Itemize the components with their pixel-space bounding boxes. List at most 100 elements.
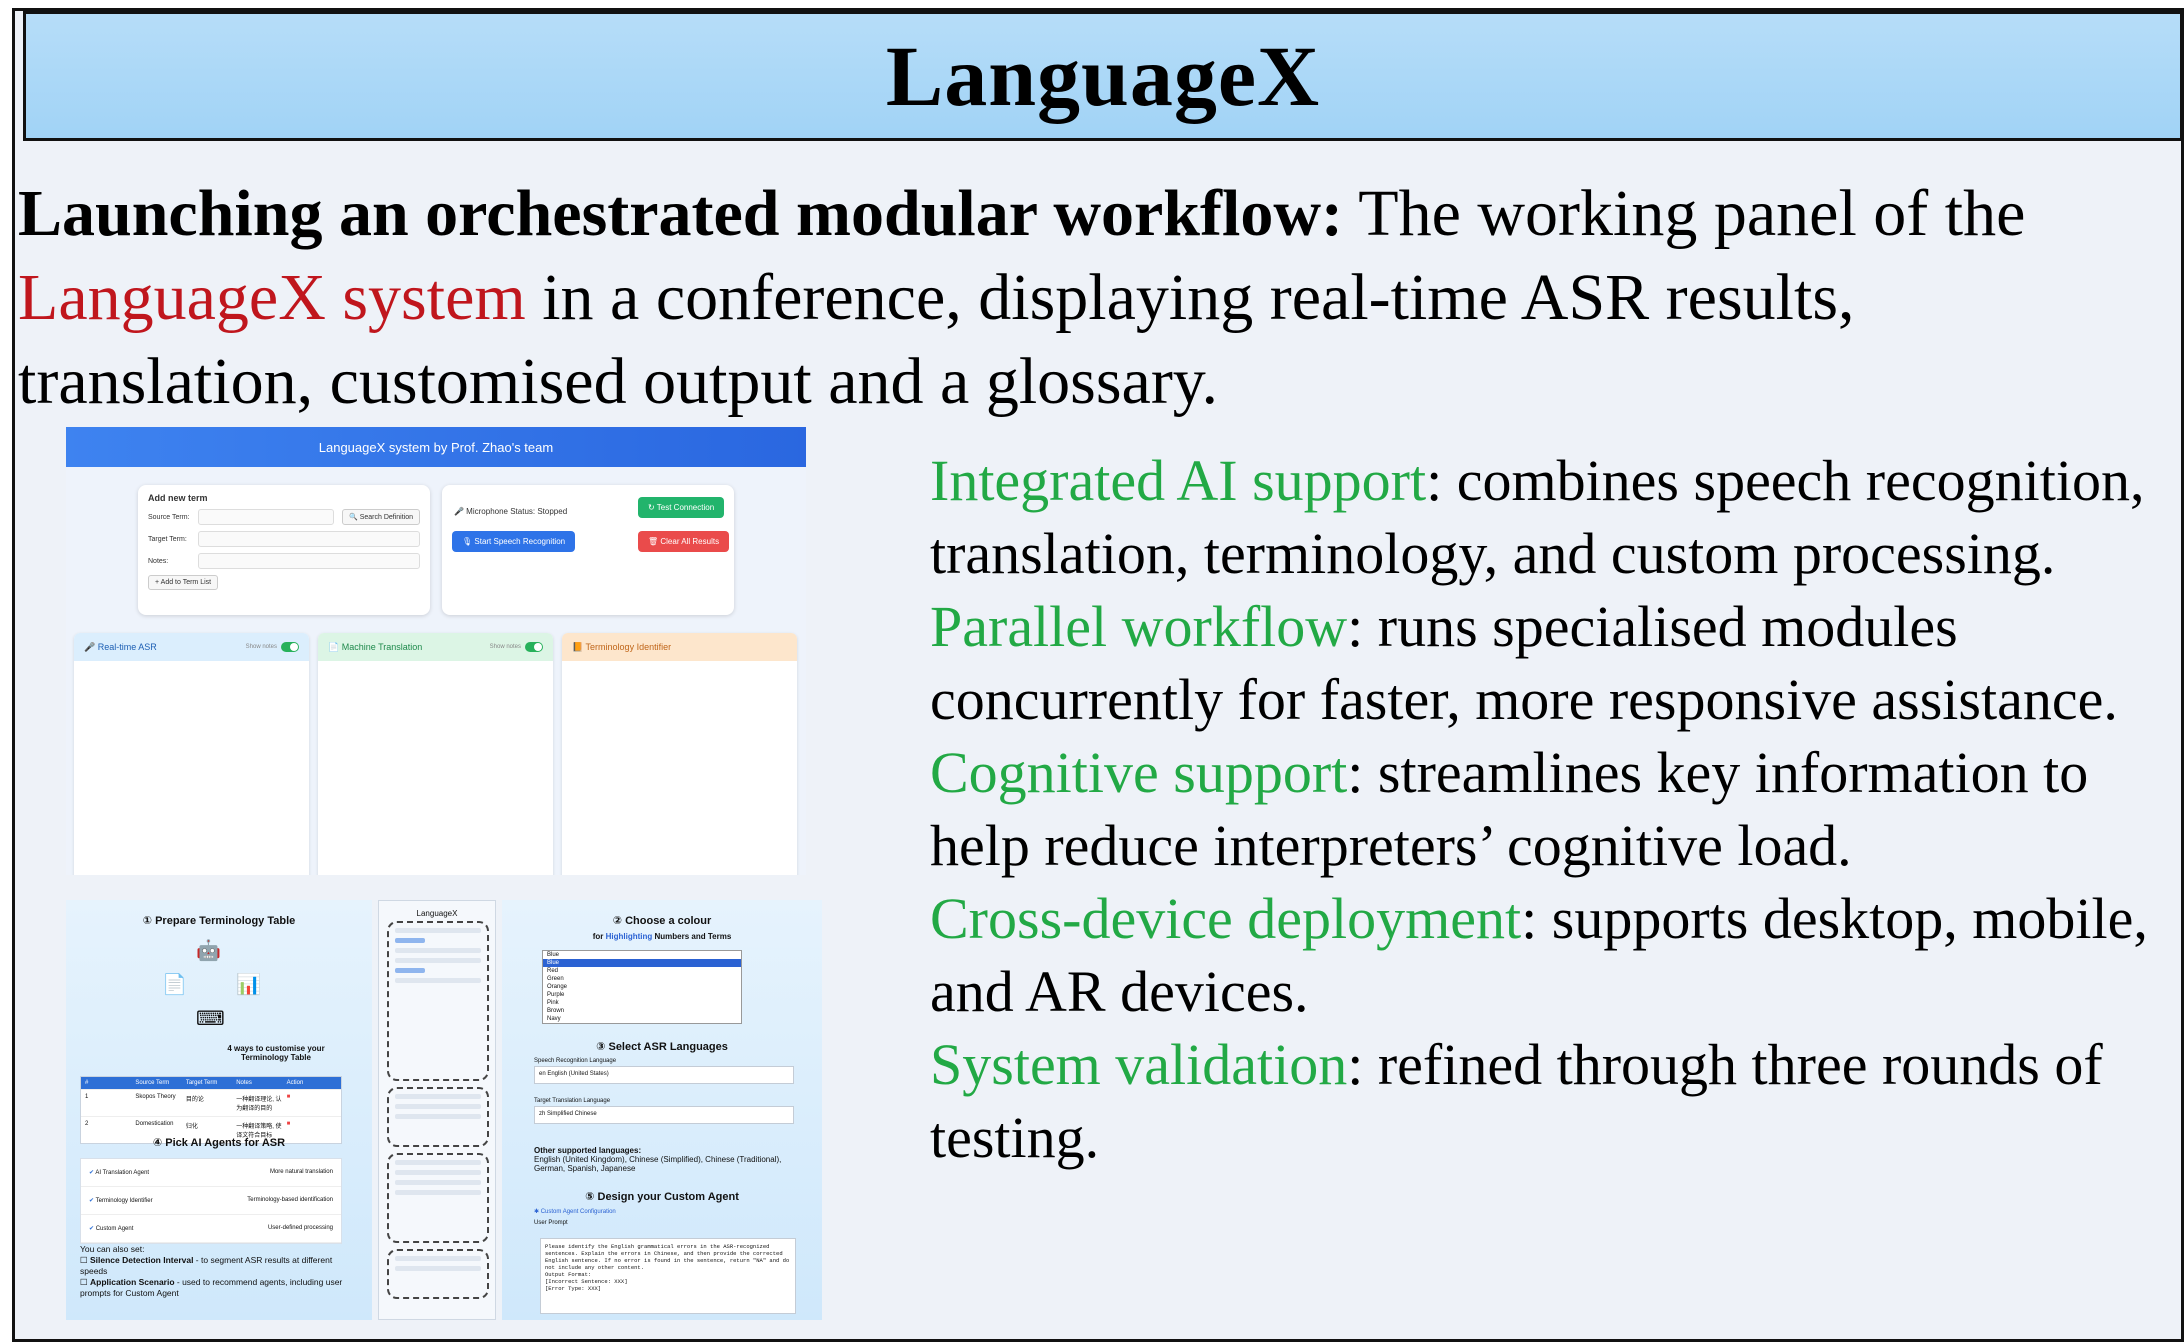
toggle-switch[interactable] xyxy=(281,642,299,652)
feature-item: Parallel workflow: runs specialised modu… xyxy=(930,590,2150,736)
feature-desc: : combines speech recognition, translati… xyxy=(930,448,2145,586)
step-2-title: ② Choose a colour xyxy=(612,915,712,927)
clear-all-results-button[interactable]: 🗑 Clear All Results xyxy=(638,531,730,552)
other-languages-title: Other supported languages: xyxy=(534,1146,642,1155)
source-term-input[interactable] xyxy=(198,509,335,525)
subtitle-highlight: Highlighting xyxy=(605,932,653,941)
search-definition-button[interactable]: 🔍 Search Definition xyxy=(342,509,420,525)
delete-row-button[interactable]: ■ xyxy=(286,1094,291,1100)
dropdown-option[interactable]: Pink xyxy=(547,1000,559,1006)
terminology-column: 📙 Terminology Identifier xyxy=(562,633,797,875)
also-set-notes: You can also set: ☐ Silence Detection In… xyxy=(80,1244,360,1299)
subtitle-text: for xyxy=(592,932,606,941)
agent-name: Terminology Identifier xyxy=(95,1198,153,1204)
note-item: ☐ Application Scenario - used to recomme… xyxy=(80,1277,343,1298)
asr-column: 🎤 Real-time ASR Show notes xyxy=(74,633,309,875)
table-cell: 归化 xyxy=(185,1124,198,1130)
user-prompt-textarea[interactable]: Please identify the English grammatical … xyxy=(540,1238,796,1314)
four-ways-caption: 4 ways to customise your Terminology Tab… xyxy=(227,1044,325,1062)
show-notes-toggle[interactable]: Show notes xyxy=(490,642,543,652)
add-to-term-list-button[interactable]: + Add to Term List xyxy=(148,575,219,590)
agent-item[interactable]: ✔ Custom Agent User-defined processing xyxy=(81,1215,341,1243)
dropdown-option[interactable]: Brown xyxy=(547,1008,565,1014)
dropdown-option[interactable]: Orange xyxy=(547,984,568,990)
title-bar: LanguageX xyxy=(23,11,2183,141)
slide-title: LanguageX xyxy=(885,28,1321,124)
note-bold: Application Scenario xyxy=(89,1277,175,1287)
intro-text-2: in a conference, displaying real-time AS… xyxy=(18,261,1855,418)
add-term-card: Add new term Source Term:🔍 Search Defini… xyxy=(138,485,430,615)
start-speech-recognition-button[interactable]: 🎙 Start Speech Recognition xyxy=(452,531,576,552)
step-1-title: ① Prepare Terminology Table xyxy=(142,915,296,927)
test-connection-button[interactable]: ↻ Test Connection xyxy=(638,497,725,518)
other-languages-list: English (United Kingdom), Chinese (Simpl… xyxy=(534,1155,782,1173)
step-4-title: ④ Pick AI Agents for ASR xyxy=(152,1137,286,1149)
settings-group-4 xyxy=(387,1249,489,1299)
show-notes-toggle[interactable]: Show notes xyxy=(246,642,299,652)
agent-desc: More natural translation xyxy=(269,1169,333,1175)
settings-group-1 xyxy=(387,921,489,1081)
dropdown-option[interactable]: Blue xyxy=(543,959,741,967)
table-header: Target Term xyxy=(185,1080,218,1086)
delete-row-button[interactable]: ■ xyxy=(286,1121,291,1127)
check-icon: ✔ xyxy=(89,1226,96,1232)
dropdown-option[interactable]: Green xyxy=(547,976,564,982)
right-panel: ② Choose a colour for Highlighting Numbe… xyxy=(502,900,822,1320)
check-icon: ✔ xyxy=(89,1198,96,1204)
keyboard-icon: ⌨ xyxy=(196,1008,225,1030)
feature-desc: : streamlines key information to help re… xyxy=(930,740,2089,878)
intro-highlight: LanguageX system xyxy=(18,261,526,334)
field-label: Target Translation Language xyxy=(534,1098,611,1104)
dropdown-value: Blue xyxy=(547,952,560,958)
notes-input[interactable] xyxy=(198,553,420,569)
microphone-card: 🎤 Microphone Status: Stopped ↻ Test Conn… xyxy=(442,485,734,615)
table-cell: Domestication xyxy=(135,1121,174,1127)
ocr-document-icon: 📄 xyxy=(162,974,187,996)
step-3-title: ③ Select ASR Languages xyxy=(596,1041,728,1053)
dropdown-option[interactable]: Purple xyxy=(547,992,565,998)
feature-item: Cross-device deployment: supports deskto… xyxy=(930,882,2150,1028)
subtitle-text: Numbers and Terms xyxy=(652,932,732,941)
toggle-label: Show notes xyxy=(489,644,521,650)
note-item: ☐ Silence Detection Interval - to segmen… xyxy=(80,1255,333,1276)
feature-desc: : runs specialised modules concurrently … xyxy=(930,594,2118,732)
toggle-label: Show notes xyxy=(245,644,277,650)
agent-name: AI Translation Agent xyxy=(95,1170,150,1176)
note-text: - used to recommend agents, including us… xyxy=(80,1277,343,1298)
feature-name: Cross-device deployment xyxy=(930,886,1522,951)
notes-label: Notes: xyxy=(148,557,169,565)
agent-name: Custom Agent xyxy=(95,1226,134,1232)
table-header: # xyxy=(85,1080,89,1086)
agent-desc: User-defined processing xyxy=(267,1225,333,1231)
prompt-text: [Error Type: XXX] xyxy=(545,1285,602,1292)
mobile-preview: LanguageX xyxy=(378,900,496,1320)
intro-bold: Launching an orchestrated modular workfl… xyxy=(18,177,1343,250)
agent-list: ✔ AI Translation Agent More natural trans… xyxy=(80,1158,342,1244)
workflow-illustration: ① Prepare Terminology Table 🤖 📄 📊 ⌨ 4 wa… xyxy=(66,900,822,1320)
toggle-switch[interactable] xyxy=(525,642,543,652)
dropdown-option[interactable]: Navy xyxy=(547,1016,561,1022)
feature-item: Cognitive support: streamlines key infor… xyxy=(930,736,2150,882)
app-header: LanguageX system by Prof. Zhao's team xyxy=(66,427,806,467)
table-cell: 目的论 xyxy=(185,1097,204,1103)
feature-list: Integrated AI support: combines speech r… xyxy=(930,444,2150,1174)
target-term-input[interactable] xyxy=(198,531,420,547)
colour-dropdown[interactable]: Blue Blue Red Green Orange Purple Pink B… xyxy=(542,950,742,1024)
tt-language-select[interactable]: zh Simplified Chinese xyxy=(534,1106,794,1124)
sr-language-select[interactable]: en English (United States) xyxy=(534,1066,794,1084)
table-cell: 1 xyxy=(85,1094,89,1100)
asr-column-title: 🎤 Real-time ASR xyxy=(84,641,157,652)
dropdown-option[interactable]: Red xyxy=(547,968,559,974)
working-panel-screenshot: LanguageX system by Prof. Zhao's team Ad… xyxy=(66,427,806,875)
microphone-status: 🎤 Microphone Status: Stopped xyxy=(454,507,568,516)
mobile-app-title: LanguageX xyxy=(416,909,458,918)
left-panel: ① Prepare Terminology Table 🤖 📄 📊 ⌨ 4 wa… xyxy=(66,900,372,1320)
feature-name: System validation xyxy=(930,1032,1348,1097)
table-cell: 一种翻译理论, 认为翻译的目的 xyxy=(236,1097,282,1112)
